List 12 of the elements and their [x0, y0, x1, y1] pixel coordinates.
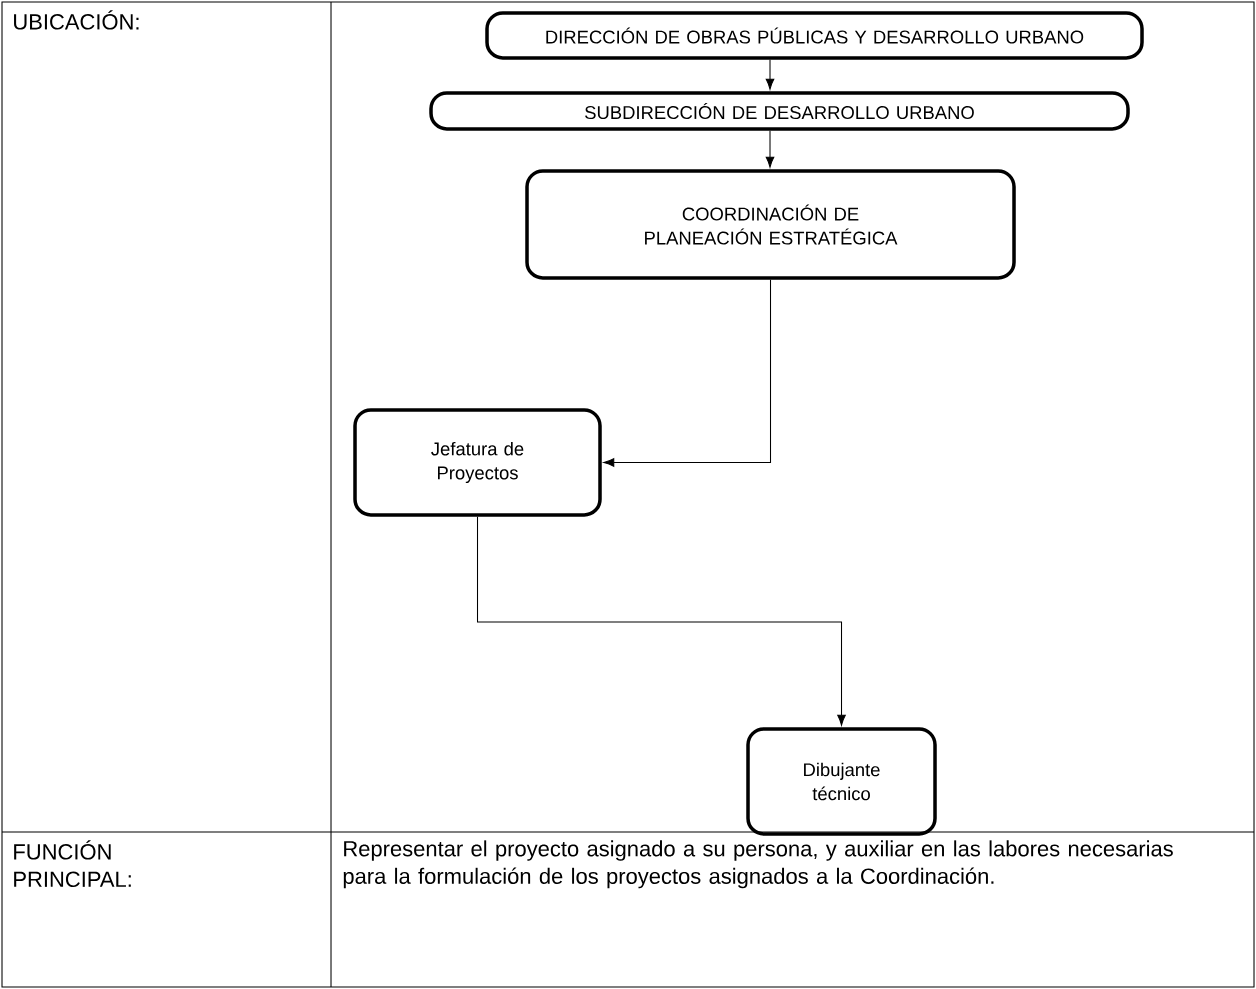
org-box: SUBDIRECCIÓN DE DESARROLLO URBANO: [429, 91, 1130, 131]
cell-text: UBICACIÓN:: [14, 10, 139, 30]
org-box: Jefatura de Proyectos: [353, 408, 602, 517]
org-box: COORDINACIÓN DE PLANEACIÓN ESTRATÉGICA: [525, 169, 1016, 280]
arrow: [765, 59, 775, 90]
cell-text: FUNCIÓN PRINCIPAL:: [14, 840, 131, 888]
cell-text: Representar el proyecto asignado a su persona, y auxiliar en las labores necesarias para la formulación de los proyectos asignados a la Coordinación.: [343, 840, 1173, 889]
org-box: Dibujante técnico: [746, 727, 937, 836]
arrow: [765, 130, 775, 168]
arrow: [477, 516, 846, 726]
org-box: DIRECCIÓN DE OBRAS PÚBLICAS Y DESARROLLO URBANO: [485, 11, 1144, 60]
arrow: [603, 279, 772, 467]
